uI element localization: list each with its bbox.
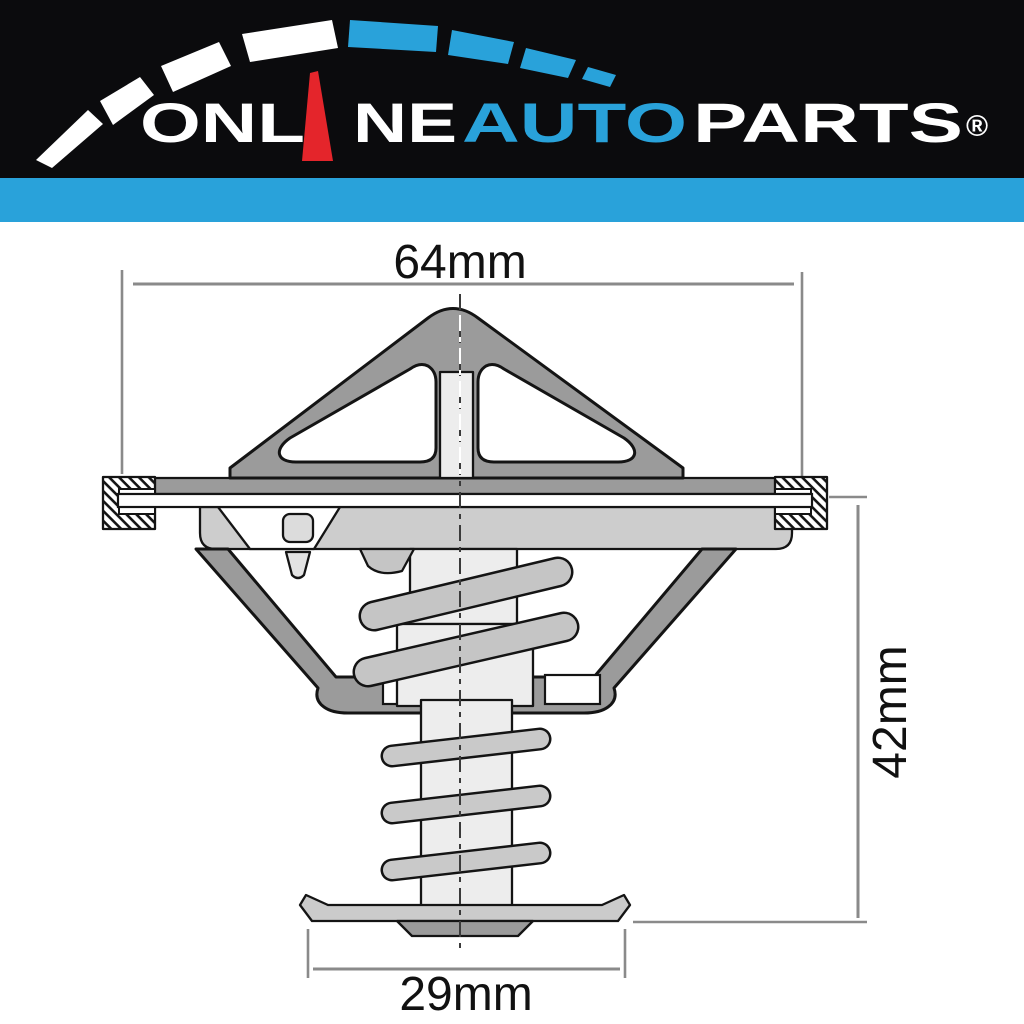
arc-segment-white-1 <box>36 110 103 168</box>
brand-banner: ONL NE AUTO PARTS ® <box>0 0 1024 222</box>
arc-segment-blue-3 <box>520 48 576 78</box>
jiggle-valve-pin <box>284 550 312 580</box>
secondary-spring <box>380 727 552 882</box>
thermostat-diagram <box>101 270 829 948</box>
brand-text-ne: NE <box>353 91 457 154</box>
seat-notch-right <box>543 673 602 706</box>
spring-top-coil <box>358 547 416 575</box>
bridge-cutout-left <box>278 363 438 464</box>
piston-stem-upper <box>438 370 475 480</box>
main-spring <box>352 547 580 688</box>
width-dimension-label: 64mm <box>393 236 526 289</box>
arc-segment-blue-1 <box>348 20 438 52</box>
arc-segment-blue-4 <box>582 67 616 87</box>
bottom-plate <box>298 893 632 923</box>
brand-text-auto: AUTO <box>462 91 687 154</box>
arc-segment-blue-2 <box>448 30 514 64</box>
bridge-cutout-right <box>476 363 636 464</box>
arc-segment-white-3 <box>161 42 231 92</box>
brand-text-onl: ONL <box>140 91 305 154</box>
arc-segment-white-4 <box>242 20 338 62</box>
dimension-annotations: 64mm 42mm 29mm <box>133 236 917 1021</box>
valve-body-frame <box>194 547 738 715</box>
brand-text-parts: PARTS <box>693 91 963 154</box>
bottom-plate-boss <box>395 919 535 938</box>
speedometer-needle-icon <box>302 71 333 161</box>
bridge-base-strip <box>150 476 780 496</box>
flange-plate <box>198 505 794 551</box>
banner-background <box>0 0 1024 178</box>
height-dimension-label: 42mm <box>864 645 917 778</box>
brand-wordmark: ONL NE AUTO PARTS ® <box>140 91 988 154</box>
speedometer-arc-icon <box>36 20 616 168</box>
jiggle-valve-stud <box>281 512 315 544</box>
banner-blue-stripe <box>0 178 1024 222</box>
base-dimension-label: 29mm <box>399 968 532 1021</box>
flange-lip-strip <box>116 492 814 509</box>
registered-trademark-icon: ® <box>966 110 988 143</box>
arc-segment-white-2 <box>100 77 154 125</box>
